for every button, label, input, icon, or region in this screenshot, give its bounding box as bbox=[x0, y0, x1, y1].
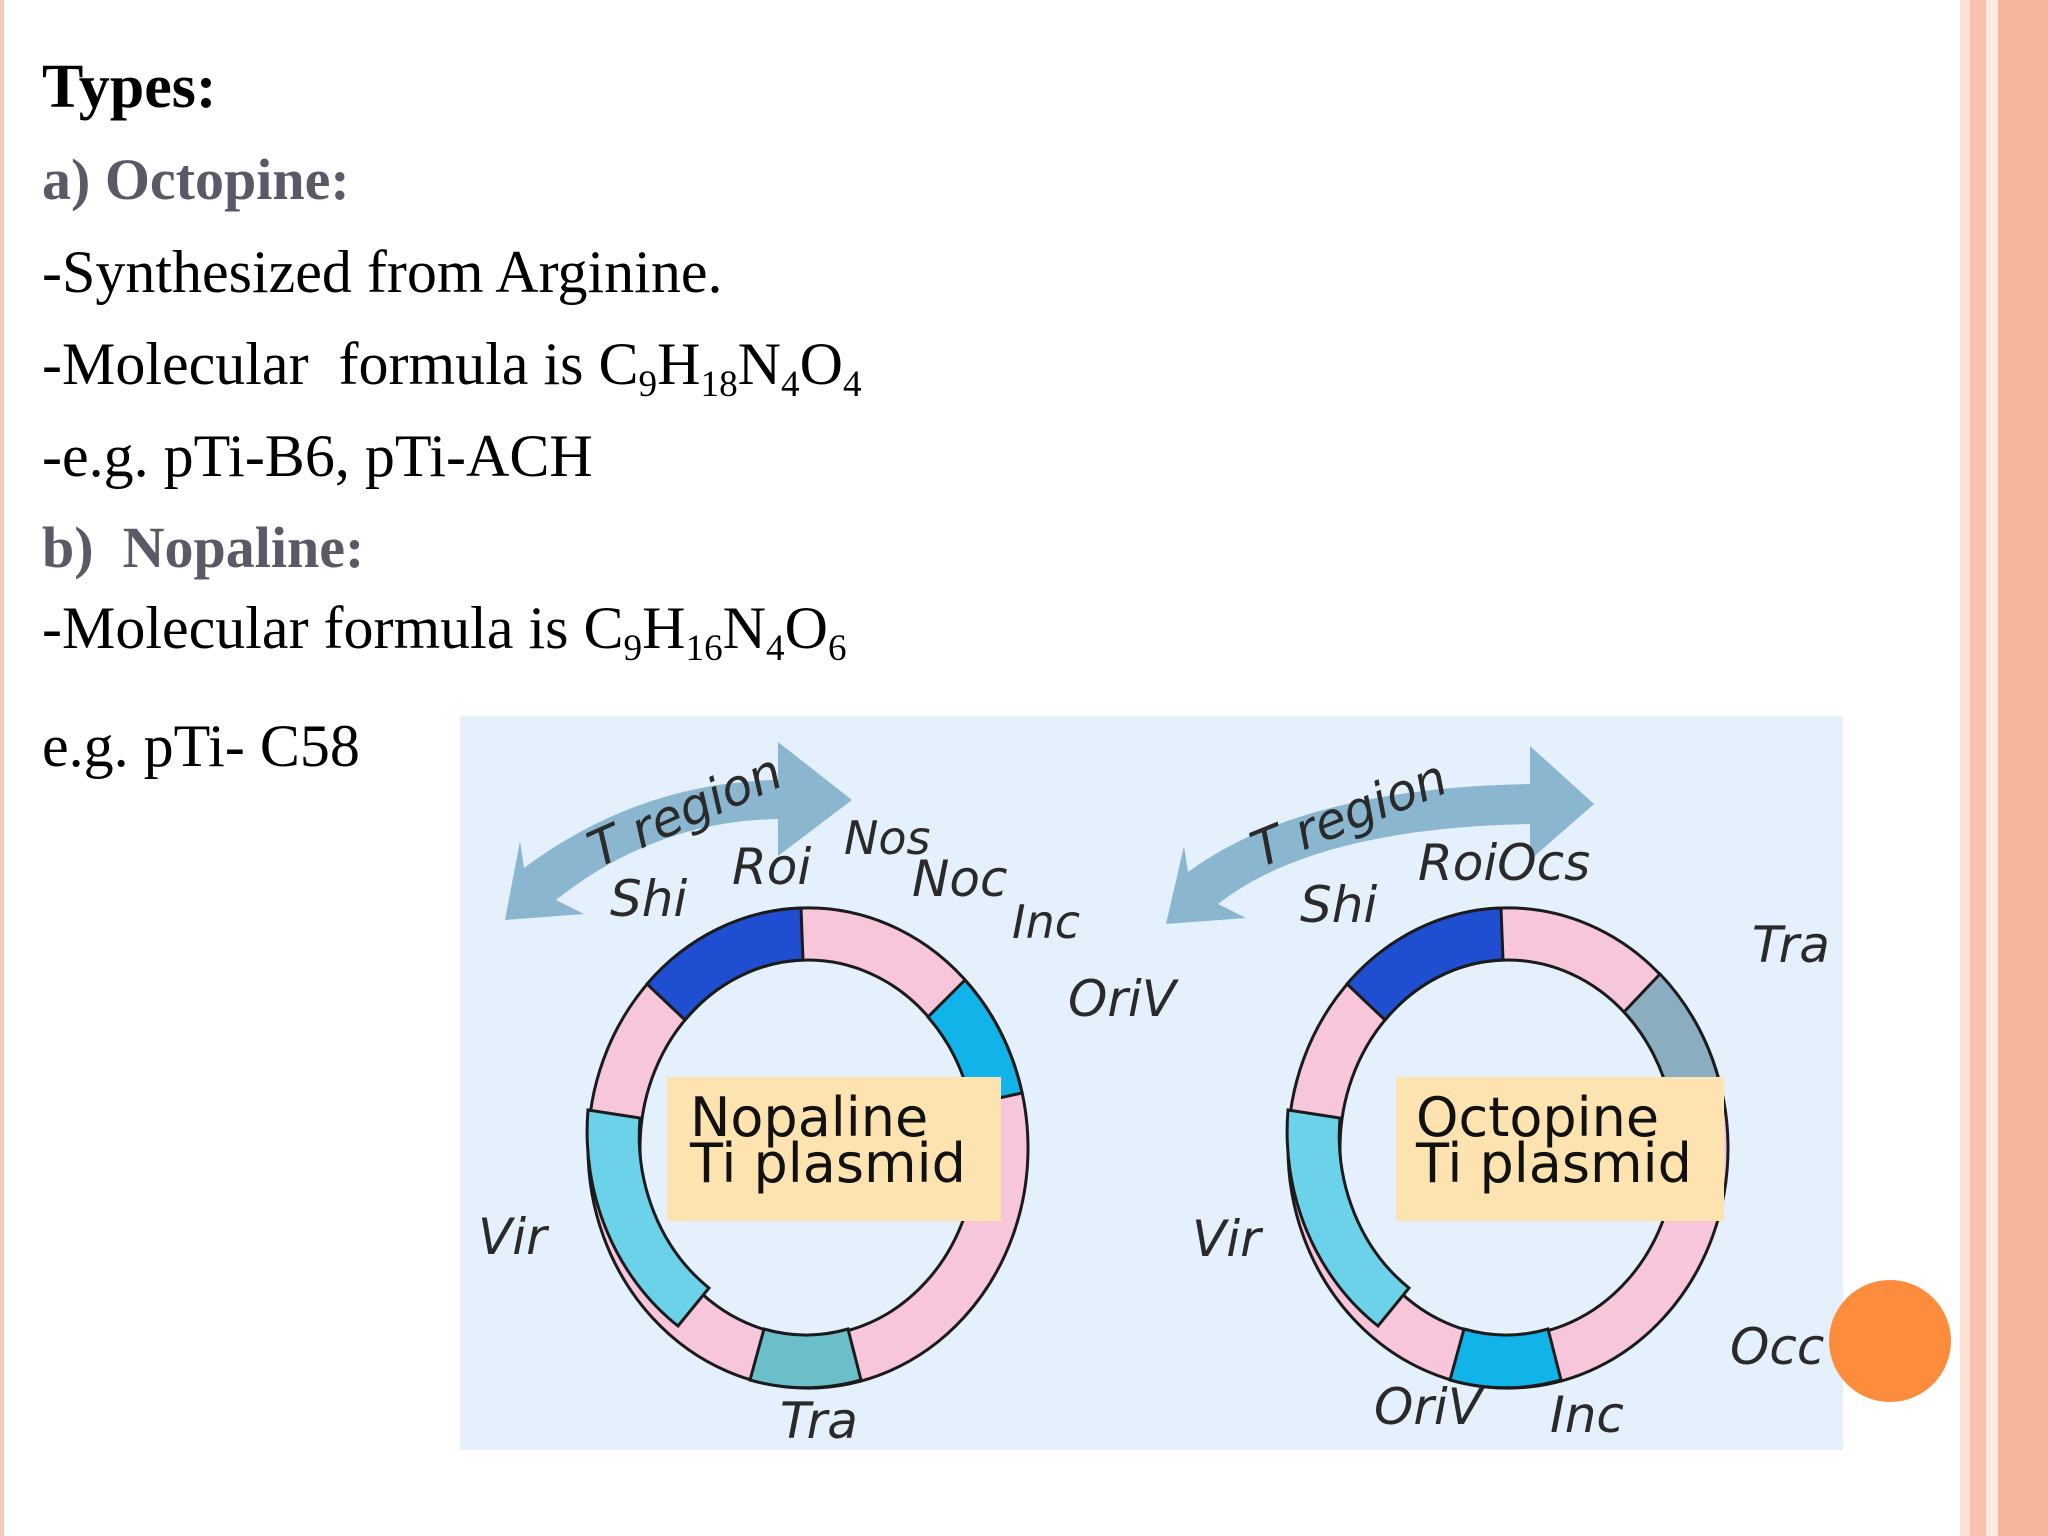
nopaline-heading: b) Nopaline: bbox=[42, 515, 365, 580]
right-rail-light bbox=[1960, 0, 1970, 1536]
octopine-box-line1: Octopine bbox=[1416, 1086, 1659, 1149]
nopaline-label-shi: Shi bbox=[610, 870, 687, 928]
right-rail-mid bbox=[1970, 0, 1986, 1536]
octopine-label-shi: Shi bbox=[1300, 876, 1377, 934]
octopine-label-roiocs: RoiOcs bbox=[1418, 834, 1590, 892]
left-border-line bbox=[0, 0, 4, 1536]
nopaline-formula: C9H16N4O6 bbox=[583, 595, 847, 669]
nopaline-label-tra: Tra bbox=[780, 1392, 858, 1450]
octopine-label-inc: Inc bbox=[1550, 1386, 1624, 1444]
octopine-example: -e.g. pTi-B6, pTi-ACH bbox=[42, 423, 593, 489]
octopine-label-occ: Occ bbox=[1730, 1318, 1824, 1376]
nopaline-t-region-arrow bbox=[505, 742, 852, 920]
octopine-oriv-inc-segment bbox=[1448, 1327, 1563, 1390]
nopaline-label-noc: Noc bbox=[912, 850, 1007, 908]
ti-plasmid-figure: T region Nopaline Ti plasmid Shi Roi Nos… bbox=[460, 716, 1843, 1450]
nopaline-shi-roi-segment bbox=[644, 906, 805, 1023]
nopaline-formula-line: -Molecular formula is C9H16N4O6 bbox=[42, 594, 847, 669]
nopaline-plasmid: T region Nopaline Ti plasmid Shi Roi Nos… bbox=[478, 742, 1180, 1450]
nopaline-formula-prefix: -Molecular formula is bbox=[42, 595, 584, 661]
nopaline-inc-segment bbox=[925, 977, 1024, 1106]
octopine-formula-line: -Molecular formula is C9H18N4O4 bbox=[42, 330, 862, 405]
octopine-label-box bbox=[1396, 1077, 1724, 1221]
nopaline-label-vir: Vir bbox=[478, 1208, 550, 1266]
octopine-shi-roi-segment bbox=[1344, 906, 1505, 1023]
nopaline-vir-segment bbox=[585, 1108, 712, 1329]
accent-circle bbox=[1829, 1280, 1951, 1402]
nopaline-example: e.g. pTi- C58 bbox=[42, 713, 360, 779]
octopine-formula: C9H18N4O4 bbox=[598, 331, 862, 405]
octopine-label-vir: Vir bbox=[1192, 1210, 1264, 1268]
octopine-box-line2: Ti plasmid bbox=[1415, 1132, 1692, 1195]
octopine-formula-prefix: -Molecular formula is bbox=[42, 331, 599, 397]
octopine-label-tra: Tra bbox=[1752, 916, 1830, 974]
nopaline-box-line1: Nopaline bbox=[690, 1086, 928, 1149]
octopine-label-oriv: OriV bbox=[1374, 1378, 1486, 1436]
nopaline-label-nos: Nos bbox=[844, 811, 931, 865]
octopine-plasmid: T region Octopine Ti plasmid Shi RoiOcs … bbox=[1166, 746, 1830, 1444]
nopaline-box-line2: Ti plasmid bbox=[689, 1132, 966, 1195]
right-rail-dark bbox=[1998, 0, 2048, 1536]
nopaline-ring bbox=[585, 906, 1030, 1390]
nopaline-label-box bbox=[667, 1077, 1001, 1221]
octopine-t-region-arrow bbox=[1166, 746, 1594, 924]
slide-title: Types: bbox=[42, 53, 217, 121]
octopine-vir-segment bbox=[1285, 1108, 1412, 1329]
right-rail-pale bbox=[1986, 0, 1998, 1536]
nopaline-label-oriv: OriV bbox=[1068, 970, 1180, 1028]
nopaline-label-inc: Inc bbox=[1012, 895, 1080, 949]
nopaline-tra-segment bbox=[748, 1327, 863, 1390]
octopine-heading: a) Octopine: bbox=[42, 147, 350, 212]
nopaline-label-roi: Roi bbox=[732, 838, 811, 896]
octopine-synthesis: -Synthesized from Arginine. bbox=[42, 239, 723, 305]
